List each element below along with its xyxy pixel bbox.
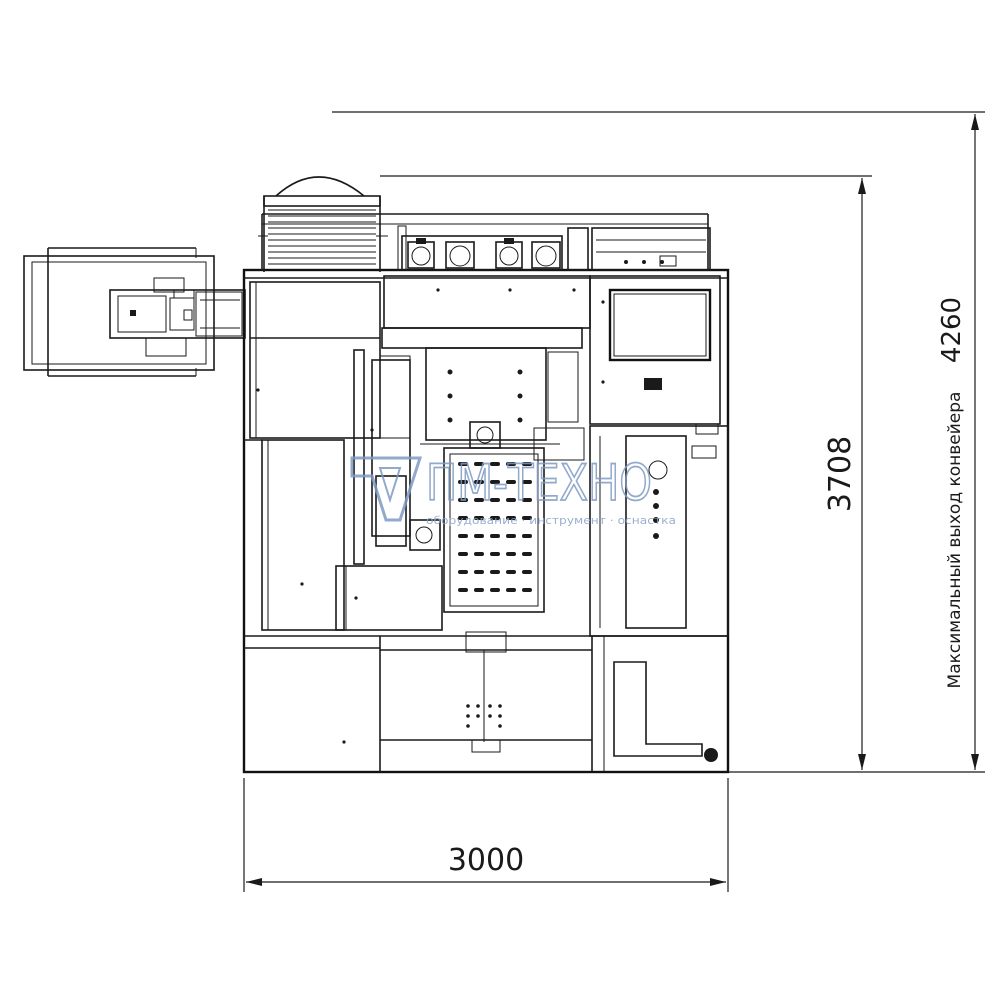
max-height-dimension-label: 4260 — [937, 297, 967, 363]
left-lower-cabinet — [244, 439, 443, 631]
magazine-slot — [506, 570, 516, 574]
magazine-slot — [458, 462, 468, 466]
magazine-slot — [506, 462, 516, 466]
magazine-slot — [522, 462, 532, 466]
magazine-slot — [522, 570, 532, 574]
magazine-slot — [506, 534, 516, 538]
magazine-slot — [522, 588, 532, 592]
magazine-slot — [490, 498, 500, 502]
magazine-slot — [506, 498, 516, 502]
width-dimension-label: 3000 — [448, 843, 524, 878]
dimension-max-height — [971, 114, 979, 770]
lower-section — [244, 631, 728, 772]
magazine-slot — [490, 552, 500, 556]
magazine-slot — [506, 480, 516, 484]
magazine-slot — [490, 570, 500, 574]
magazine-slot — [474, 462, 484, 466]
dimension-height — [858, 178, 866, 770]
magazine-slot — [458, 570, 468, 574]
height-dimension-label: 3708 — [823, 436, 858, 512]
magazine-slot — [458, 498, 468, 502]
magazine-slot — [522, 534, 532, 538]
tool-magazine — [443, 447, 545, 613]
watermark-tagline: оборудование · инструмент · оснастка — [426, 515, 676, 527]
magazine-slot — [490, 516, 500, 520]
magazine-slot — [522, 480, 532, 484]
magazine-slot — [458, 588, 468, 592]
magazine-slot — [458, 480, 468, 484]
magazine-slot — [474, 534, 484, 538]
magazine-slot — [458, 534, 468, 538]
magazine-slot — [506, 588, 516, 592]
magazine-slot — [506, 516, 516, 520]
magazine-slot — [490, 534, 500, 538]
dimension-width — [246, 878, 726, 886]
magazine-slot — [458, 552, 468, 556]
magazine-slot — [490, 480, 500, 484]
magazine-slot — [474, 480, 484, 484]
magazine-slot — [474, 516, 484, 520]
spindle-assembly — [371, 359, 585, 551]
watermark-logo: ПМ-ТЕХНО оборудование · инструмент · осн… — [350, 453, 676, 527]
control-panel — [589, 275, 721, 459]
loader-unit — [23, 247, 246, 377]
magazine-slot — [474, 498, 484, 502]
max-height-caption: Максимальный выход конвейера — [945, 392, 965, 689]
magazine-slot — [490, 462, 500, 466]
dome-unit — [258, 176, 388, 272]
motor-row — [397, 225, 711, 271]
magazine-slot — [506, 552, 516, 556]
left-upper-panel — [249, 281, 381, 439]
magazine-slot — [474, 570, 484, 574]
magazine-slot — [458, 516, 468, 520]
watermark-brand: ПМ-ТЕХНО — [426, 454, 652, 512]
magazine-slot — [490, 588, 500, 592]
central-top-panel — [381, 275, 591, 349]
magazine-slot — [474, 588, 484, 592]
magazine-slot — [522, 552, 532, 556]
magazine-slot — [522, 516, 532, 520]
magazine-slot — [522, 498, 532, 502]
extension-lines — [243, 111, 985, 892]
magazine-slot — [474, 552, 484, 556]
